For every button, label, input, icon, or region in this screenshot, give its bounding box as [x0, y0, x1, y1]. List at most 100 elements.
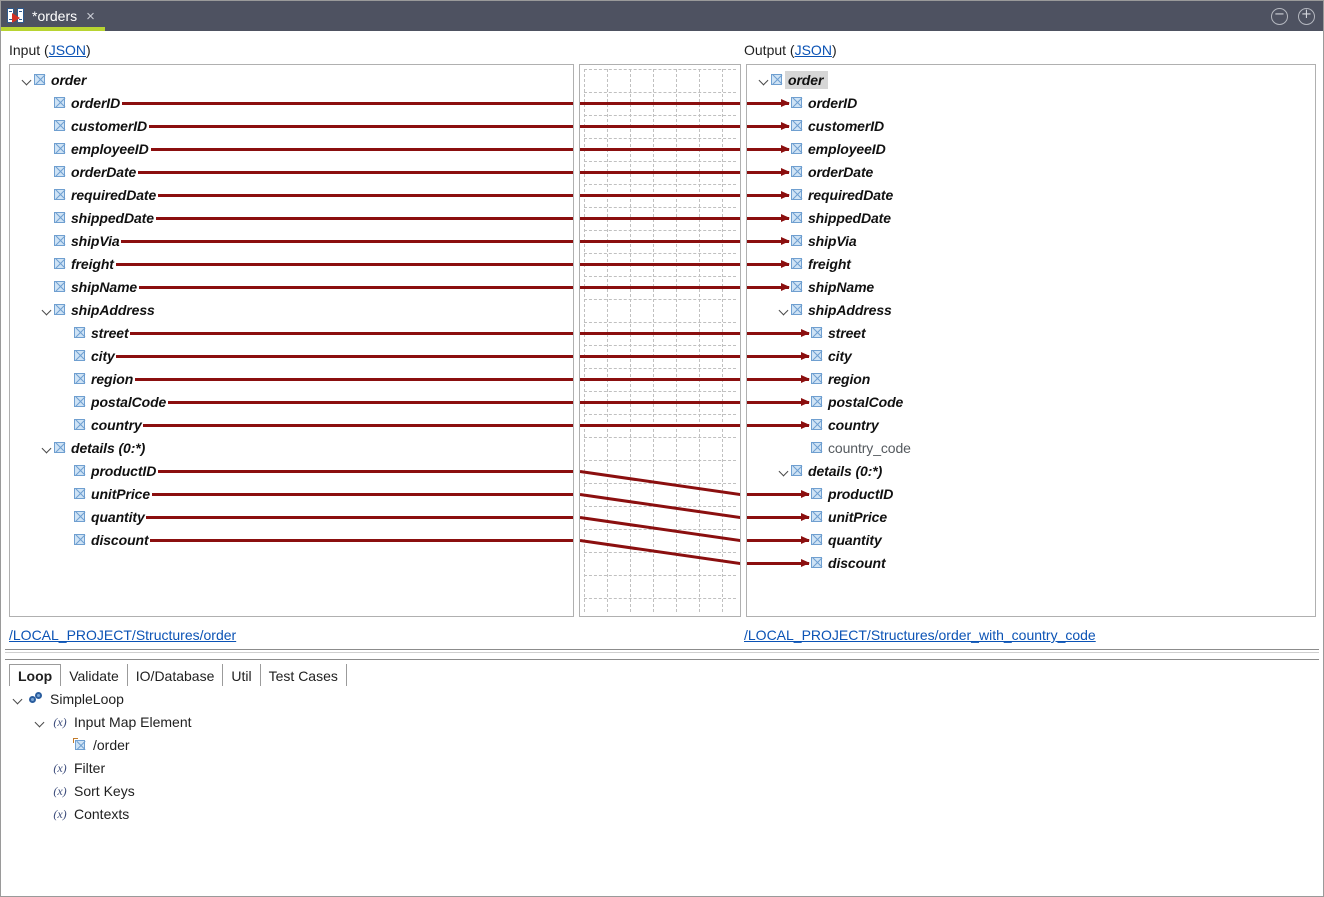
tree-row[interactable]: region	[60, 367, 133, 390]
mapping-link-arrow[interactable]	[747, 259, 790, 268]
tree-row[interactable]: requiredDate	[777, 183, 893, 206]
mapping-link-stub[interactable]	[121, 239, 573, 243]
mapping-link-stub[interactable]	[151, 147, 573, 151]
chevron-down-icon[interactable]	[20, 73, 34, 87]
tab-io-database[interactable]: IO/Database	[127, 664, 224, 687]
mapping-link-stub[interactable]	[146, 515, 573, 519]
mapping-link-stub[interactable]	[130, 331, 573, 335]
mapping-link-stub[interactable]	[158, 469, 573, 473]
minimize-icon[interactable]: −	[1271, 7, 1288, 25]
tree-row[interactable]: orderID	[40, 91, 120, 114]
mapping-link-line[interactable]	[580, 400, 740, 404]
mapping-link-stub[interactable]	[135, 377, 573, 381]
tree-row[interactable]: city	[60, 344, 115, 367]
mapping-link-stub[interactable]	[156, 216, 573, 220]
tree-row[interactable]: shipAddress	[40, 298, 155, 321]
tree-row[interactable]: productID	[60, 459, 156, 482]
mapping-link-stub[interactable]	[158, 193, 573, 197]
chevron-down-icon[interactable]	[33, 715, 47, 729]
tree-row[interactable]: discount	[60, 528, 149, 551]
mapping-link-arrow[interactable]	[747, 190, 790, 199]
horizontal-splitter[interactable]	[5, 649, 1319, 660]
mapping-link-line[interactable]	[580, 423, 740, 427]
mapping-link-arrow[interactable]	[747, 535, 810, 544]
mapping-link-line[interactable]	[580, 285, 740, 289]
output-structure-path-link[interactable]: /LOCAL_PROJECT/Structures/order_with_cou…	[744, 627, 1096, 643]
mapping-link-line[interactable]	[580, 147, 740, 151]
mapping-link-arrow[interactable]	[747, 121, 790, 130]
tree-row[interactable]: unitPrice	[60, 482, 150, 505]
tree-row[interactable]: orderDate	[40, 160, 136, 183]
tree-row[interactable]: shipAddress	[777, 298, 892, 321]
tree-row[interactable]: street	[60, 321, 129, 344]
tree-row[interactable]: postalCode	[797, 390, 903, 413]
tree-row[interactable]: region	[797, 367, 870, 390]
tree-row[interactable]: shippedDate	[777, 206, 891, 229]
chevron-down-icon[interactable]	[40, 303, 54, 317]
tree-row[interactable]: unitPrice	[797, 505, 887, 528]
tab-test-cases[interactable]: Test Cases	[260, 664, 347, 687]
tree-row[interactable]: shippedDate	[40, 206, 154, 229]
tree-row[interactable]: shipVia	[40, 229, 120, 252]
maximize-icon[interactable]: +	[1298, 7, 1315, 25]
tree-row[interactable]: postalCode	[60, 390, 166, 413]
tree-row[interactable]: country	[60, 413, 142, 436]
tree-row[interactable]: customerID	[40, 114, 147, 137]
tree-row[interactable]: freight	[40, 252, 114, 275]
mapping-link-arrow[interactable]	[747, 397, 810, 406]
loop-tree-row[interactable]: /order	[55, 733, 130, 756]
mapping-link-stub[interactable]	[149, 124, 573, 128]
mapping-link-line[interactable]	[580, 331, 740, 335]
tree-row[interactable]: productID	[797, 482, 893, 505]
tree-row[interactable]: employeeID	[777, 137, 886, 160]
chevron-down-icon[interactable]	[11, 692, 25, 706]
tree-row[interactable]: shipName	[777, 275, 874, 298]
mapping-link-stub[interactable]	[116, 354, 573, 358]
tree-row[interactable]: quantity	[797, 528, 882, 551]
mapping-link-arrow[interactable]	[747, 213, 790, 222]
mapping-link-stub[interactable]	[122, 101, 573, 105]
mapping-link-line[interactable]	[580, 124, 740, 128]
loop-tree-row[interactable]: (x)Contexts	[33, 802, 129, 825]
chevron-down-icon[interactable]	[757, 73, 771, 87]
mapping-link-stub[interactable]	[139, 285, 573, 289]
mapping-link-line[interactable]	[580, 216, 740, 220]
tree-row[interactable]: details (0:*)	[777, 459, 882, 482]
mapping-link-arrow[interactable]	[747, 144, 790, 153]
mapping-link-stub[interactable]	[116, 262, 573, 266]
mapping-link-arrow[interactable]	[747, 558, 810, 567]
mapping-link-line[interactable]	[580, 239, 740, 243]
mapping-link-arrow[interactable]	[747, 489, 810, 498]
tree-row[interactable]: employeeID	[40, 137, 149, 160]
tree-row[interactable]: shipName	[40, 275, 137, 298]
mapping-link-arrow[interactable]	[747, 420, 810, 429]
chevron-down-icon[interactable]	[777, 303, 791, 317]
tree-row[interactable]: details (0:*)	[40, 436, 145, 459]
mapping-link-stub[interactable]	[150, 538, 573, 542]
mapping-link-arrow[interactable]	[747, 374, 810, 383]
tree-row[interactable]: requiredDate	[40, 183, 156, 206]
tree-row[interactable]: orderID	[777, 91, 857, 114]
tab-validate[interactable]: Validate	[61, 664, 128, 687]
close-icon[interactable]: ×	[86, 7, 95, 25]
tree-row[interactable]: order	[20, 68, 86, 91]
mapping-link-arrow[interactable]	[747, 512, 810, 521]
mapping-link-stub[interactable]	[143, 423, 573, 427]
mapping-link-stub[interactable]	[152, 492, 573, 496]
mapping-link-arrow[interactable]	[747, 98, 790, 107]
loop-tree-row[interactable]: (x)Sort Keys	[33, 779, 134, 802]
mapping-link-arrow[interactable]	[747, 167, 790, 176]
tab-util[interactable]: Util	[223, 664, 261, 687]
tree-row[interactable]: street	[797, 321, 866, 344]
mapping-link-arrow[interactable]	[747, 328, 810, 337]
mapping-link-line[interactable]	[580, 101, 740, 105]
mapping-link-arrow[interactable]	[747, 351, 810, 360]
tree-row[interactable]: customerID	[777, 114, 884, 137]
input-structure-path-link[interactable]: /LOCAL_PROJECT/Structures/order	[9, 627, 237, 643]
mapping-link-stub[interactable]	[168, 400, 573, 404]
output-json-link[interactable]: JSON	[794, 42, 832, 58]
mapping-link-arrow[interactable]	[747, 282, 790, 291]
mapping-link-line[interactable]	[580, 193, 740, 197]
mapping-link-arrow[interactable]	[747, 236, 790, 245]
